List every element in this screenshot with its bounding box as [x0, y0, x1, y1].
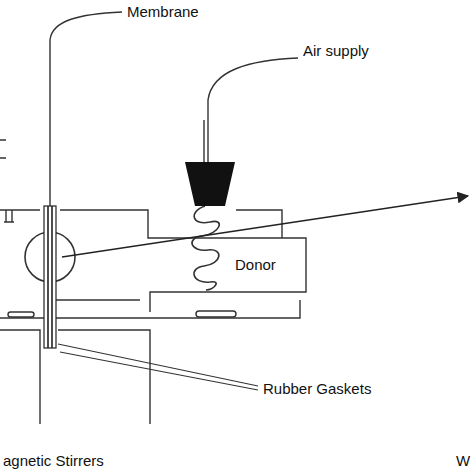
detail-arrow [62, 196, 468, 257]
donor-inner-line [56, 299, 140, 300]
cut-label: W [455, 452, 471, 469]
part-label: agnetic Stirrers [2, 452, 105, 469]
stir-bar [196, 311, 236, 317]
gasket-leader [58, 344, 258, 390]
membrane-leader [50, 12, 122, 208]
air-tube [203, 120, 204, 162]
stirrer-box [0, 330, 40, 424]
part-label: Air supply [302, 42, 370, 59]
donor-bottom [56, 300, 300, 318]
receptor-rim [0, 210, 40, 222]
stir-bar [8, 312, 34, 317]
stopper [185, 162, 235, 206]
donor-port [236, 210, 282, 238]
stirrer-box [58, 330, 150, 424]
air-coil [192, 206, 219, 290]
air-tube [208, 58, 298, 162]
rubber-gasket [48, 206, 52, 348]
membrane [44, 206, 56, 348]
chamber-label: Donor [234, 256, 277, 273]
tick-mark [0, 140, 6, 158]
part-label: Rubber Gaskets [262, 380, 372, 397]
part-label: Membrane [126, 3, 200, 20]
